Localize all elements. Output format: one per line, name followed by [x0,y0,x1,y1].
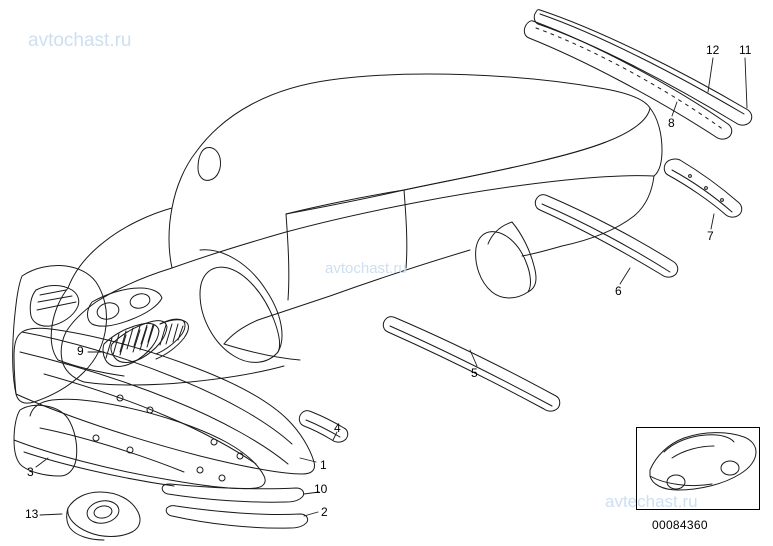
diagram-part-number: 00084360 [652,518,708,532]
part-12-trim-strip [523,20,733,140]
part-6-door-molding [534,194,679,278]
part-11-trim-strip [533,9,753,126]
callout-11: 11 [739,43,752,57]
part-5-door-molding [382,316,561,412]
part-1-front-bumper [12,265,315,475]
part-2-lower-molding [165,505,309,529]
inset-frame [636,427,760,510]
watermark-top-left: avtochast.ru [28,30,132,51]
leader-lines [35,57,748,517]
part-4-short-molding [298,410,349,443]
callout-2: 2 [321,505,328,519]
part-10-molding-strip [161,483,305,503]
part-7-side-molding [663,158,743,218]
callout-5: 5 [471,366,478,380]
watermark-center: avtochast.ru [325,260,407,277]
part-9-kidney-grille [102,319,189,367]
callout-1: 1 [320,458,327,472]
part-13-fog-lamp [66,491,141,541]
callout-8: 8 [668,116,675,130]
callout-4: 4 [334,421,341,435]
inset-car-thumbnail [649,432,757,491]
car-body-outline [50,73,663,386]
callout-6: 6 [615,284,622,298]
callout-9: 9 [77,344,84,358]
callout-12: 12 [706,43,720,57]
part-3-lower-valance [13,398,266,490]
callout-10: 10 [314,482,328,496]
callout-3: 3 [27,465,34,479]
watermark-bottom-right: avtechast.ru [605,492,698,511]
callout-7: 7 [707,229,714,243]
callout-13: 13 [25,507,39,521]
